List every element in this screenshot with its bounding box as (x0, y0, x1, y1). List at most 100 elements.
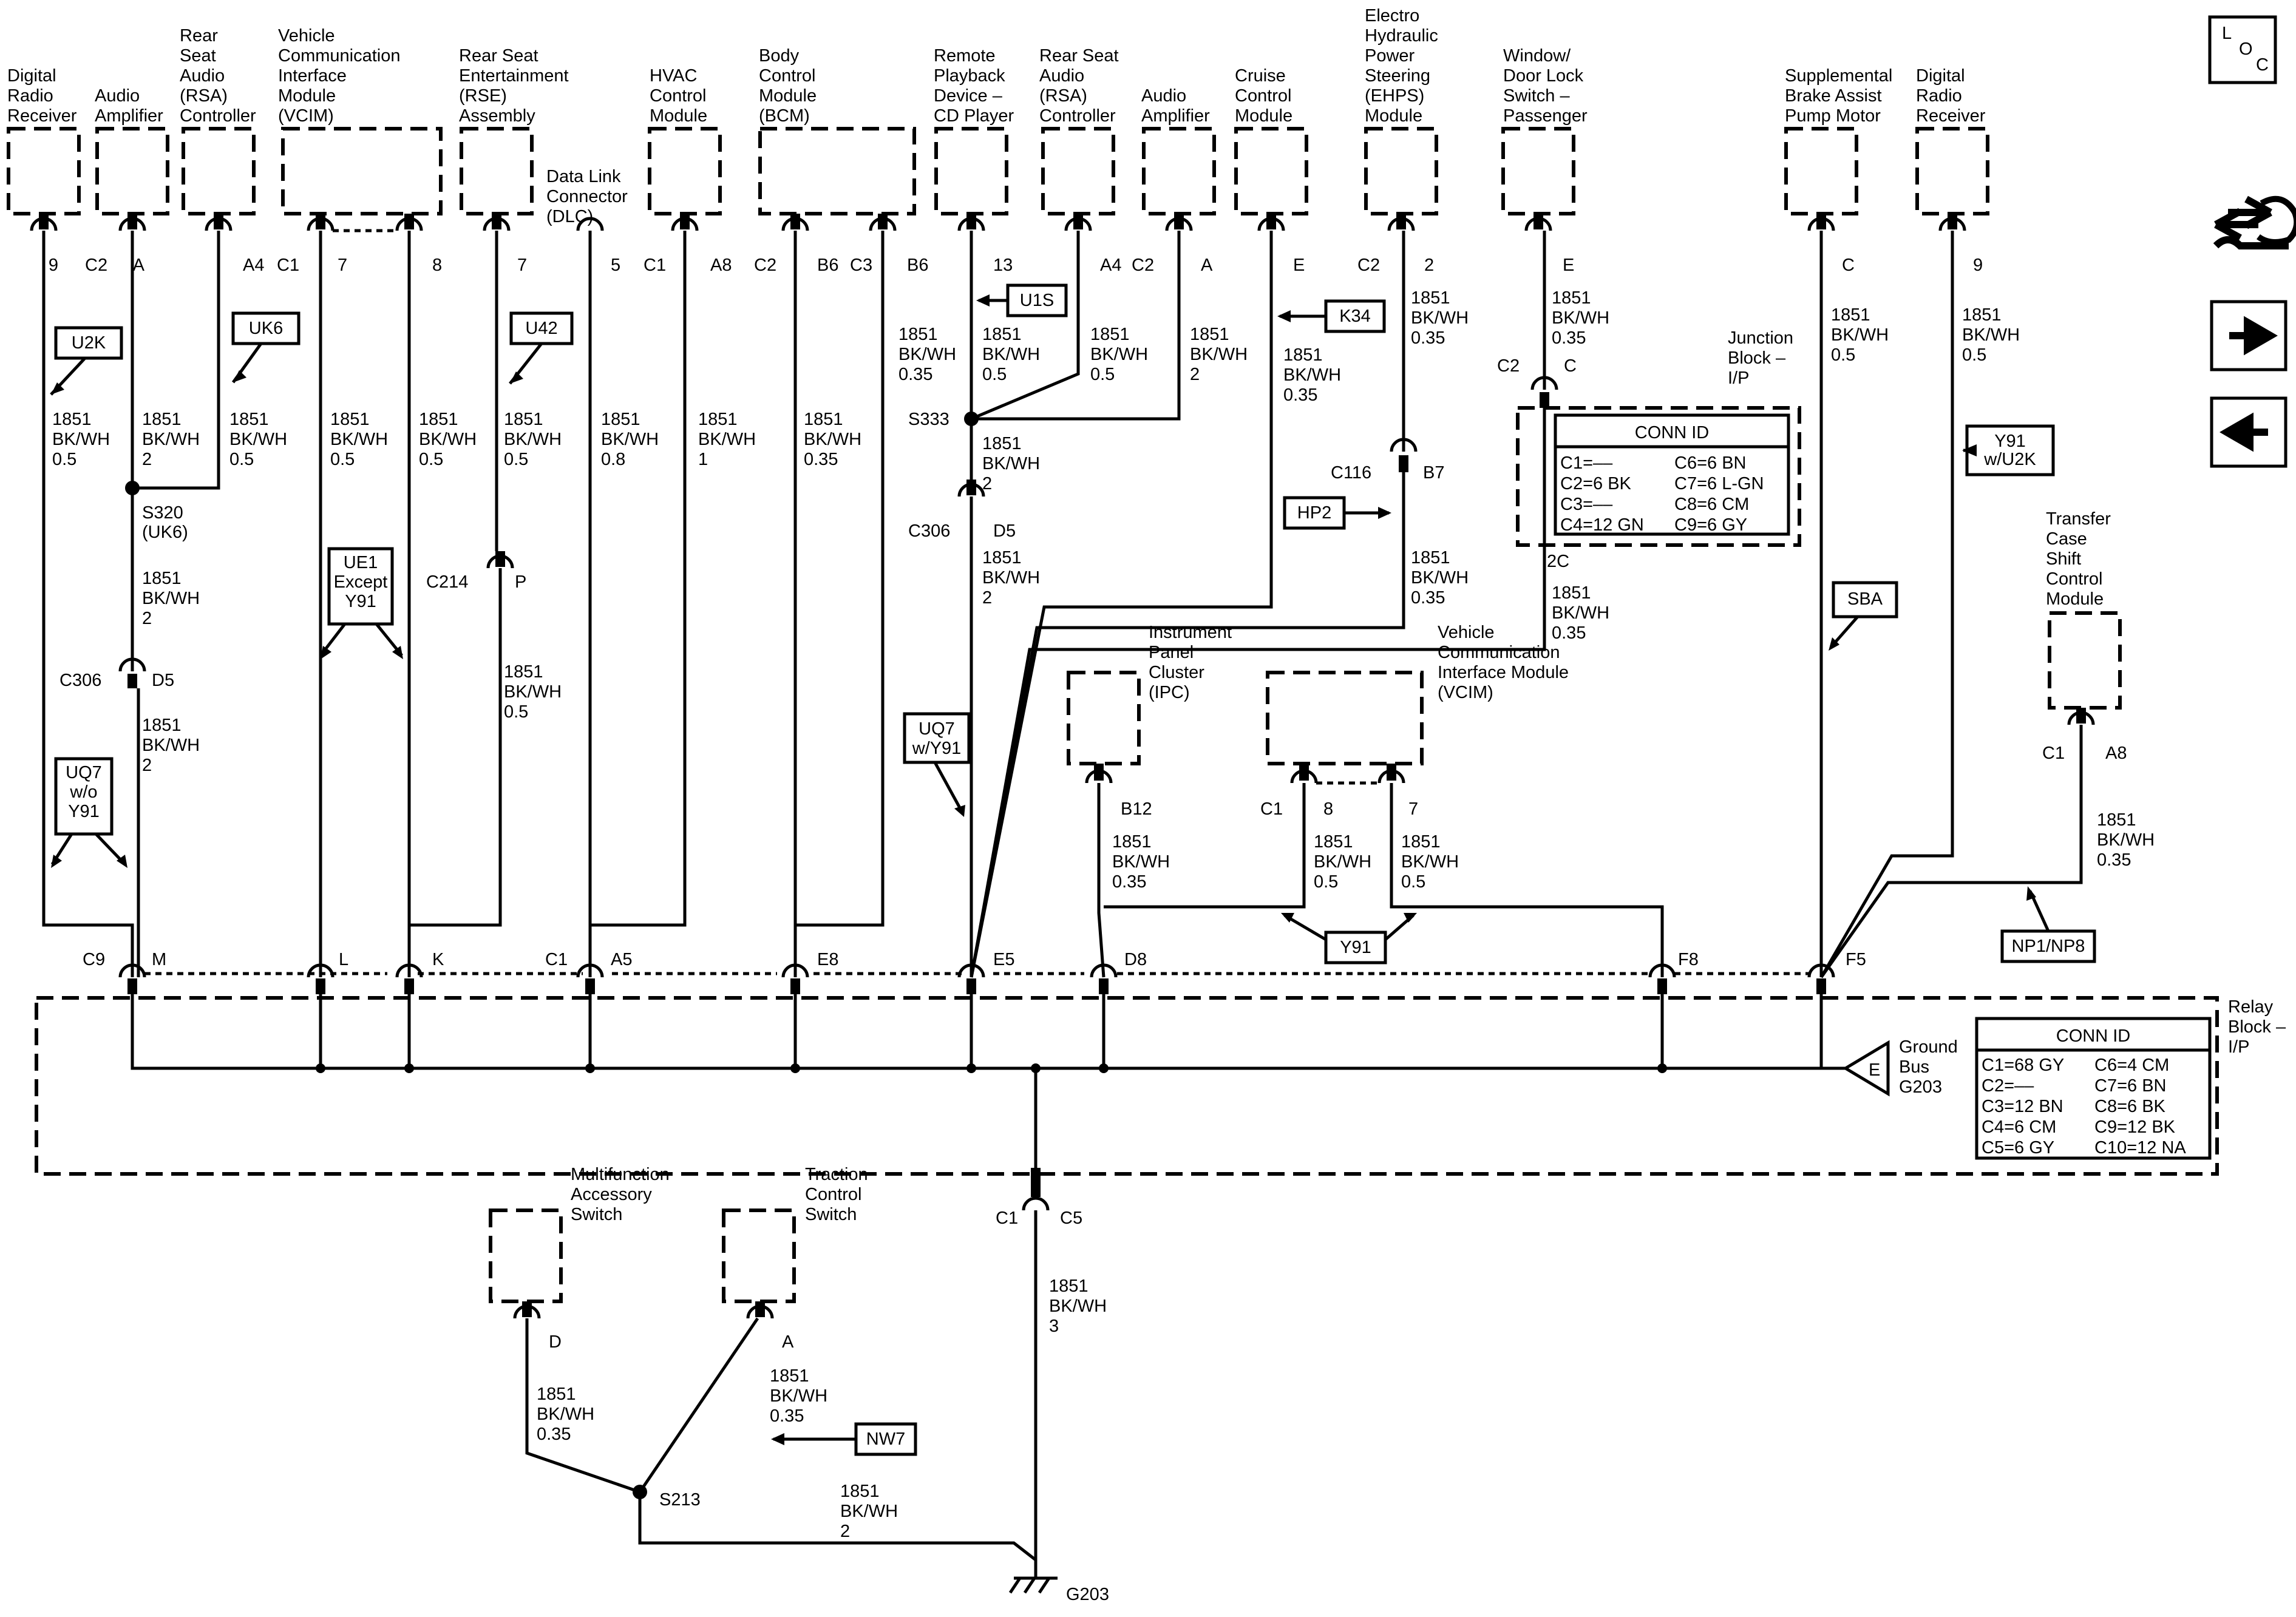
wire-color: BK/WH (52, 430, 110, 449)
svg-text:L: L (2222, 24, 2232, 43)
wire-color: BK/WH (804, 430, 861, 449)
wire-color: BK/WH (1283, 365, 1341, 385)
wire-color: BK/WH (1552, 308, 1609, 328)
loc-icon[interactable]: L O C (2208, 15, 2277, 84)
component-name: Switch – (1503, 86, 1570, 106)
option-tag: U2K (72, 333, 106, 353)
option-tag: w/o (69, 782, 97, 802)
pin-number: C (1564, 356, 1577, 376)
component-name: Audio (1039, 66, 1084, 86)
wire-circuit: 1851 (982, 548, 1022, 568)
component-name: Remote (934, 46, 996, 66)
pin-number: E5 (993, 950, 1014, 969)
component-name: Vehicle (278, 26, 335, 46)
harness-icon[interactable] (2213, 195, 2296, 249)
component-name: Digital (7, 66, 56, 86)
component-name: Brake Assist (1785, 86, 1882, 106)
pin-number: F5 (1846, 950, 1866, 969)
option-tag: w/Y91 (912, 739, 962, 758)
connector-id: C1 (996, 1209, 1018, 1228)
relay-block: E (35, 972, 2219, 1176)
wire-gauge: 0.35 (1411, 588, 1445, 608)
previous-page-icon[interactable] (2210, 396, 2288, 468)
component-name: Cruise (1235, 66, 1286, 86)
component-name: Accessory (571, 1185, 652, 1204)
wire-gauge: 3 (1049, 1317, 1059, 1336)
wire-circuit: 1851 (698, 410, 738, 429)
component-name: Audio (180, 66, 225, 86)
connector-id: C1 (644, 256, 666, 275)
wire-circuit: 1851 (770, 1366, 809, 1386)
wire-color: BK/WH (330, 430, 388, 449)
wire-gauge: 0.35 (804, 450, 838, 469)
wire-gauge: 0.35 (537, 1425, 571, 1444)
pin-number: B6 (817, 256, 838, 275)
wire-circuit: 1851 (142, 410, 182, 429)
wire-gauge: 0.5 (1962, 345, 1986, 365)
conn-id-row: C3=12 BN (1982, 1097, 2063, 1116)
option-tag: Y91 (68, 802, 100, 821)
connector-id: C1 (545, 950, 568, 969)
pin-number: 7 (338, 256, 347, 275)
conn-id-row: C3=–– (1560, 495, 1613, 514)
component-name: Interface (278, 66, 347, 86)
wire-circuit: 1851 (982, 325, 1022, 344)
junction-block-label: I/P (1728, 368, 1749, 388)
junction-conn-id-table (1554, 413, 1790, 536)
splice-label: S320 (142, 503, 183, 523)
wire-gauge: 0.8 (601, 450, 625, 469)
svg-text:C: C (2256, 55, 2269, 75)
conn-id-row: C9=12 BK (2094, 1117, 2176, 1137)
component-name: Module (759, 86, 817, 106)
component-name: Steering (1365, 66, 1430, 86)
wire-gauge: 0.5 (1831, 345, 1855, 365)
component-name: (VCIM) (278, 106, 334, 126)
wire-color: BK/WH (419, 430, 477, 449)
component-name: Communication (1438, 643, 1560, 662)
option-tag: SBA (1847, 589, 1883, 609)
option-tag: UQ7 (919, 719, 955, 739)
pin-number: C (1842, 256, 1855, 275)
component-name: Interface Module (1438, 663, 1569, 682)
component-name: Entertainment (459, 66, 569, 86)
connector-id: C1 (277, 256, 299, 275)
wire-circuit: 1851 (1283, 345, 1323, 365)
wire-color: BK/WH (1552, 603, 1609, 623)
component-name: Switch (805, 1205, 857, 1224)
wire-color: BK/WH (982, 454, 1040, 473)
wire-color: BK/WH (1831, 325, 1889, 345)
wire-gauge: 0.5 (1090, 365, 1115, 384)
pin-number: D8 (1124, 950, 1147, 969)
component-name: (VCIM) (1438, 683, 1493, 702)
wire-color: BK/WH (698, 430, 756, 449)
connector-id: C9 (83, 950, 105, 969)
option-tag: Y91 (345, 592, 376, 611)
pin-number: L (339, 950, 348, 969)
relay-block-label: Relay (2228, 997, 2274, 1017)
component-name: (DLC) (546, 207, 593, 226)
option-tag: Y91 (1340, 938, 1371, 957)
pin-number: A5 (611, 950, 632, 969)
wire-circuit: 1851 (229, 410, 269, 429)
component-name: Multifunction (571, 1165, 670, 1184)
wire-circuit: 1851 (419, 410, 458, 429)
wire-color: BK/WH (1962, 325, 2020, 345)
wire-color: BK/WH (504, 430, 562, 449)
conn-id-row: C6=4 CM (2094, 1056, 2169, 1075)
component-name: Control (805, 1185, 862, 1204)
pin-number: D5 (152, 671, 174, 690)
wire-color: BK/WH (504, 682, 562, 702)
next-page-icon[interactable] (2210, 300, 2288, 371)
conn-id-row: C2=–– (1982, 1076, 2034, 1096)
wire-gauge: 0.5 (419, 450, 443, 469)
splice-s213 (633, 1485, 647, 1499)
conn-id-row: C10=12 NA (2094, 1138, 2186, 1158)
wire-color: BK/WH (229, 430, 287, 449)
splice-label: S333 (908, 410, 949, 429)
wire-circuit: 1851 (840, 1482, 880, 1501)
wire-gauge: 2 (142, 450, 152, 469)
wire-circuit: 1851 (1190, 325, 1229, 344)
wire-color: BK/WH (1090, 345, 1148, 364)
conn-id-row: C6=6 BN (1674, 453, 1746, 473)
